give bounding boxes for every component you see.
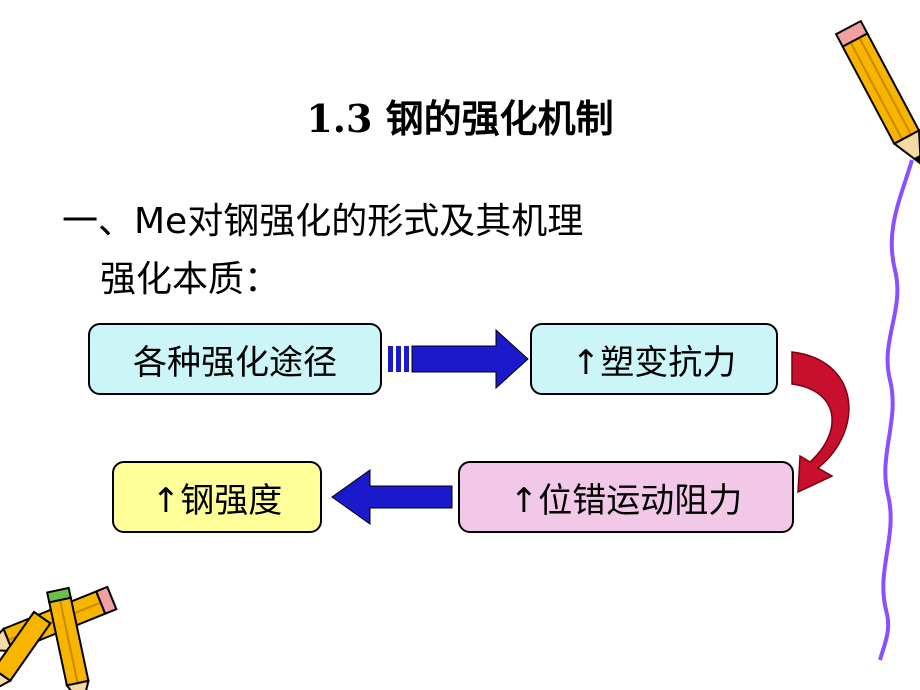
curved-arrow-icon — [791, 351, 850, 494]
arrow-right-icon — [388, 328, 529, 390]
wavy-border-line — [878, 159, 914, 661]
section-subheading: 强化本质： — [100, 259, 281, 300]
flow-box-steel-strength: ↑钢强度 — [112, 461, 322, 533]
slide-title: 1.3 钢的强化机制 — [306, 96, 614, 141]
pencil-icon — [0, 610, 52, 690]
flow-box-dislocation-resistance: ↑位错运动阻力 — [458, 461, 794, 533]
flow-box-strengthening-methods: 各种强化途径 — [88, 323, 382, 395]
arrow-left-icon — [331, 469, 453, 525]
section-heading: 一、Me对钢强化的形式及其机理 — [62, 201, 584, 242]
pencil-icon — [45, 586, 90, 690]
pencil-icon — [834, 19, 920, 166]
flow-box-plastic-resistance: ↑塑变抗力 — [530, 323, 778, 395]
